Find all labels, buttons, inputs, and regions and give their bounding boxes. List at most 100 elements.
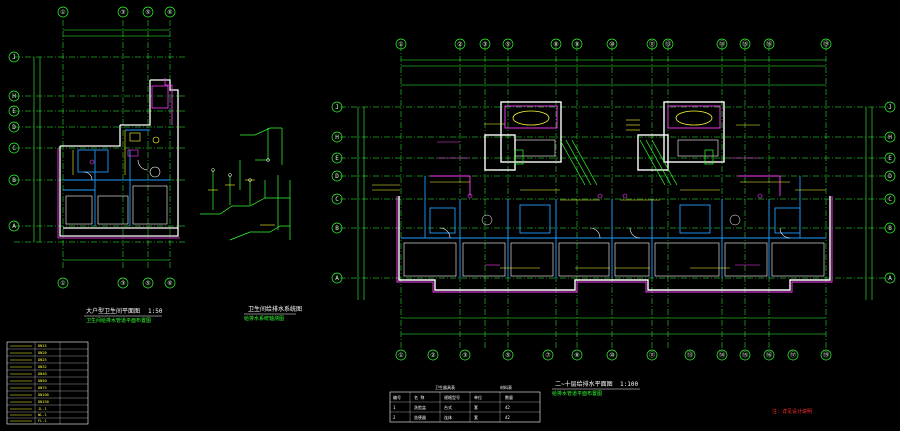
riser-caption: 卫生间给排水系统图 [248,305,302,313]
main-grid-bottom-4: ⑤ [505,352,510,359]
schedule-r1-c4: 套 [474,404,478,410]
main-grid-top-8: ⑪ [649,40,655,48]
legend-row-2: DN20 [38,351,47,355]
schedule-r1-c1: 1 [393,405,396,410]
left-grid-bottom-5: ⑤ [145,280,150,287]
left-grid-C: C [12,145,16,152]
main-grid-bottom-7: ⑩ [609,352,614,359]
main-grid-top-12: ⑯ [766,40,772,48]
schedule-r1-c2: 洗脸盆 [414,404,426,410]
main-grid-top-13: ⑲ [823,40,829,48]
main-grid-right-A: A [888,275,892,282]
main-grid-bottom-9: ⑬ [687,351,693,359]
main-grid-right-H: H [888,134,892,141]
left-grid-top-1: ① [60,9,65,16]
main-grid-bottom-8: ⑪ [649,351,655,359]
main-floor-plan: ① ② ③ ⑤ ⑧ ⑨ ⑩ ⑪ ⑬ ⑭ ⑮ ⑯ ⑲ ① ② ③ ⑤ ⑦ ⑧ ⑩ … [331,38,896,415]
main-grid-bottom-3: ③ [462,352,467,359]
left-grid-J: J [12,54,16,61]
left-plan-scale: 1:50 [148,308,163,315]
schedule-header-1: 编号 [393,394,401,400]
legend-row-7: DN75 [38,386,47,390]
schedule-title-left: 卫生器具表 [435,384,455,390]
left-grid-top-3: ③ [120,9,125,16]
legend-row-6: DN50 [38,379,47,383]
left-grid-E: E [12,108,16,115]
main-grid-bottom-6: ⑧ [574,352,579,359]
main-grid-left-J: J [335,104,339,111]
left-plan-subcaption: 卫生间给排水管道平面布置图 [86,317,151,324]
main-grid-bottom-13: ⑰ [790,351,796,359]
main-grid-left-E: E [335,155,339,162]
legend-row-10: JL-1 [38,407,47,411]
main-grid-top-6: ⑨ [574,41,579,48]
main-grid-right-D: D [888,173,892,180]
main-grid-top-11: ⑮ [742,40,748,48]
main-grid-top-10: ⑭ [719,40,725,48]
schedule-r2-c4: 套 [474,414,478,420]
main-plan-note: 注：详见设计说明 [772,408,812,415]
main-grid-bottom-2: ② [430,352,435,359]
main-plan-scale: 1:100 [620,381,638,388]
legend-row-12: FL-1 [38,419,47,423]
legend-row-1: DN15 [38,344,47,348]
schedule-header-4: 单位 [474,394,482,400]
main-grid-bottom-5: ⑦ [545,352,550,359]
legend-row-11: WL-1 [38,413,47,417]
main-grid-top-7: ⑩ [609,41,614,48]
left-grid-H: H [12,93,16,100]
main-grid-top-1: ① [398,41,403,48]
legend-table: DN15 DN20 DN25 DN32 DN40 DN50 DN75 DN100… [6,341,89,425]
left-grid-top-5: ⑤ [145,9,150,16]
schedule-header-2: 名 称 [414,394,424,400]
main-grid-bottom-14: ⑲ [823,351,829,359]
left-plan-caption: 大户型卫生间平面图 [86,307,140,315]
left-floor-plan: ① ③ ⑤ ⑥ ① ③ ⑤ ⑥ J H E D C B A 大户型卫生间平面图 … [8,6,185,324]
legend-row-4: DN32 [38,365,47,369]
left-grid-A: A [12,223,16,230]
riser-subcaption: 给排水系统轴测图 [244,315,284,322]
schedule-r2-c3: 连体 [444,414,452,420]
main-grid-right-C: C [888,196,892,203]
legend-row-8: DN100 [38,393,49,397]
riser-diagram: 卫生间给排水系统图 给排水系统轴测图 [200,127,302,322]
main-grid-top-9: ⑬ [665,40,671,48]
schedule-r2-c2: 坐便器 [414,414,426,420]
main-grid-left-C: C [335,196,339,203]
main-grid-right-E: E [888,155,892,162]
schedule-r1-c5: 42 [505,405,510,410]
schedule-header-5: 数量 [505,394,513,400]
main-grid-left-H: H [335,134,339,141]
main-grid-bottom-11: ⑮ [742,351,748,359]
main-grid-left-A: A [335,275,339,282]
main-grid-top-2: ② [457,41,462,48]
schedule-r1-c3: 台式 [444,404,452,410]
main-plan-caption: 二~十层给排水平面图 [555,380,613,388]
main-grid-left-B: B [335,225,339,232]
main-grid-bottom-10: ⑭ [719,351,725,359]
schedule-r2-c1: 2 [393,415,396,420]
left-grid-bottom-6: ⑥ [167,280,172,287]
schedule-r2-c5: 42 [505,415,510,420]
left-grid-top-6: ⑥ [167,9,172,16]
main-grid-top-5: ⑧ [553,41,558,48]
main-grid-bottom-1: ① [398,352,403,359]
schedule-title-right: 材料表 [500,384,512,390]
legend-row-5: DN40 [38,372,47,376]
main-grid-right-B: B [888,225,892,232]
legend-row-9: DN150 [38,400,49,404]
main-grid-left-D: D [335,173,339,180]
main-grid-top-3: ③ [482,41,487,48]
left-grid-D: D [12,124,16,131]
main-plan-subcaption: 给排水管道平面布置图 [552,390,602,397]
main-grid-bottom-12: ⑯ [766,351,772,359]
main-grid-top-4: ⑤ [505,41,510,48]
schedule-header-3: 规格型号 [444,394,460,400]
schedule-table: 卫生器具表 材料表 编号 名 称 规格型号 单位 数量 1 洗脸盆 台式 套 4… [389,384,541,423]
left-grid-bottom-1: ① [60,280,65,287]
left-grid-bottom-3: ③ [120,280,125,287]
legend-row-3: DN25 [38,358,47,362]
left-grid-B: B [12,177,16,184]
main-grid-right-J: J [888,104,892,111]
